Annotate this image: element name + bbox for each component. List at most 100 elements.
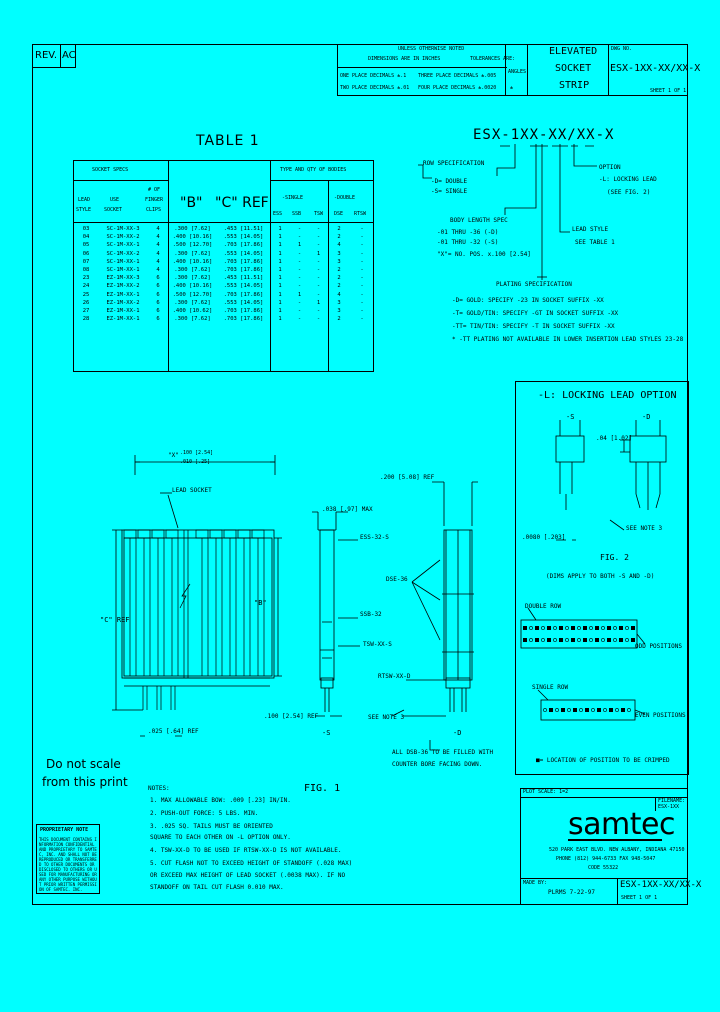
table-cell: .703 [17.86] bbox=[223, 307, 264, 314]
fig1-x-label: "X" bbox=[168, 452, 179, 459]
footer-vline bbox=[617, 878, 618, 905]
crimped-position bbox=[573, 708, 577, 712]
made-by: MADE BY: bbox=[523, 880, 548, 886]
row-d: -D= DOUBLE bbox=[431, 178, 468, 185]
table-cell: 1 bbox=[278, 250, 282, 257]
position bbox=[529, 638, 533, 642]
table-cell: .300 [7.62] bbox=[174, 316, 211, 323]
table-cell: EZ-1M-XX-2 bbox=[106, 283, 140, 290]
table-cell: .300 [7.62] bbox=[174, 299, 211, 306]
locking-see-note: SEE NOTE 3 bbox=[626, 525, 663, 532]
table-cell: .400 [10.16] bbox=[172, 283, 213, 290]
table-vline-3 bbox=[328, 180, 329, 372]
table-cell: EZ-1M-XX-1 bbox=[106, 307, 140, 314]
addr-3: CODE 55322 bbox=[588, 865, 619, 871]
position bbox=[553, 626, 557, 630]
unless-noted: UNLESS OTHERWISE NOTED bbox=[398, 46, 465, 52]
position bbox=[627, 708, 631, 712]
fig2: FIG. 2 bbox=[600, 553, 629, 562]
plating-4: * -TT PLATING NOT AVAILABLE IN LOWER INS… bbox=[452, 336, 684, 343]
position bbox=[577, 638, 581, 642]
table-cell: 27 bbox=[82, 307, 90, 314]
position bbox=[601, 638, 605, 642]
table-cell: 1 bbox=[278, 267, 282, 274]
do-not-scale-2: from this print bbox=[42, 775, 128, 789]
fig1-c-ref: "C" REF bbox=[100, 616, 130, 624]
table-cell: SC-1M-XX-1 bbox=[106, 267, 140, 274]
table-cell: 06 bbox=[82, 250, 90, 257]
table-cell: - bbox=[316, 316, 321, 323]
table-cell: 1 bbox=[278, 242, 282, 249]
plating-1: -D= GOLD: SPECIFY -23 IN SOCKET SUFFIX -… bbox=[452, 297, 604, 304]
addr-2: PHONE (812) 944-6733 FAX 948-5047 bbox=[556, 856, 656, 862]
table-cell: 2 bbox=[337, 275, 341, 282]
table-cell: 08 bbox=[82, 267, 90, 274]
crimped-position bbox=[547, 626, 551, 630]
crimped-position bbox=[607, 626, 611, 630]
crimped-position bbox=[571, 626, 575, 630]
one-place: ONE PLACE DECIMALS ±.1 bbox=[340, 73, 407, 79]
table-hline-2 bbox=[270, 180, 374, 181]
table-cell: - bbox=[360, 283, 364, 290]
table-cell: EZ-1M-XX-2 bbox=[106, 299, 140, 306]
title-divider-1 bbox=[505, 44, 506, 96]
body-1: -01 THRU -36 (-D) bbox=[437, 229, 499, 236]
table-cell: - bbox=[297, 283, 302, 290]
table-cell: 6 bbox=[156, 275, 160, 282]
single-header: -SINGLE bbox=[282, 195, 304, 201]
crimped-position bbox=[535, 638, 539, 642]
table-cell: .703 [17.86] bbox=[223, 316, 264, 323]
crimped-position bbox=[619, 626, 623, 630]
table-cell: .553 [14.05] bbox=[223, 250, 264, 257]
table-cell: .703 [17.86] bbox=[223, 291, 264, 298]
table-cell: - bbox=[316, 267, 321, 274]
table-cell: .300 [7.62] bbox=[174, 250, 211, 257]
table-cell: - bbox=[316, 226, 321, 233]
row-spec: ROW SPECIFICATION bbox=[423, 160, 485, 167]
sub-col-tsw: TSW bbox=[314, 211, 324, 217]
note-4: 4. TSW-XX-D TO BE USED IF RTSW-XX-D IS N… bbox=[150, 847, 342, 854]
crimp-legend: ■= LOCATION OF POSITION TO BE CRIMPED bbox=[536, 757, 670, 764]
locking-d: -D bbox=[642, 413, 651, 421]
col-use-2: SOCKET bbox=[104, 207, 123, 213]
title-divider-2 bbox=[527, 44, 528, 96]
position bbox=[589, 626, 593, 630]
table-cell: 2 bbox=[337, 316, 341, 323]
table-cell: - bbox=[360, 267, 364, 274]
fig1-dse: DSE-36 bbox=[386, 576, 408, 583]
table-cell: 3 bbox=[337, 258, 341, 265]
table-hline-1 bbox=[73, 180, 168, 181]
option-see: (SEE FIG. 2) bbox=[607, 189, 651, 196]
footer-hline-2 bbox=[520, 878, 688, 879]
table-cell: 4 bbox=[156, 267, 160, 274]
note-3b: SQUARE TO EACH OTHER ON -L OPTION ONLY. bbox=[150, 834, 291, 841]
fig1-lead-socket: LEAD SOCKET bbox=[172, 487, 212, 494]
plating-2: -T= GOLD/TIN: SPECIFY -GT IN SOCKET SUFF… bbox=[452, 310, 619, 317]
lead-style: LEAD STYLE bbox=[572, 226, 609, 233]
dims-inches: DIMENSIONS ARE IN INCHES bbox=[368, 56, 441, 62]
position bbox=[615, 708, 619, 712]
table-cell: - bbox=[360, 275, 364, 282]
table-cell: .553 [14.05] bbox=[223, 299, 264, 306]
position bbox=[579, 708, 583, 712]
file-label: FILENAME: bbox=[658, 798, 686, 804]
crimped-position bbox=[559, 626, 563, 630]
table-cell: 03 bbox=[82, 226, 90, 233]
dwg-no-label: DWG NO. bbox=[611, 46, 633, 52]
table-cell: .703 [17.86] bbox=[223, 258, 264, 265]
made-value: PLRMS 7-22-97 bbox=[548, 889, 595, 896]
title-block bbox=[337, 44, 688, 96]
table-cell: 4 bbox=[156, 250, 160, 257]
sub-col-ess: ESS bbox=[273, 211, 283, 217]
table-cell: 28 bbox=[82, 316, 90, 323]
position-grids bbox=[520, 607, 646, 721]
table-cell: - bbox=[360, 258, 364, 265]
crimped-position bbox=[631, 626, 635, 630]
two-place: TWO PLACE DECIMALS ±.01 bbox=[340, 85, 410, 91]
table-cell: - bbox=[360, 234, 364, 241]
